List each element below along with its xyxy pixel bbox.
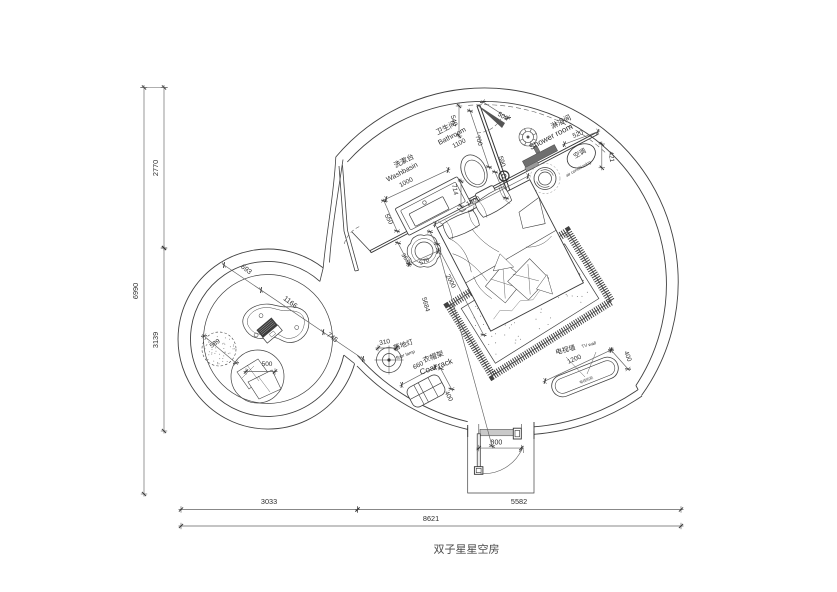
- svg-text:800: 800: [491, 440, 503, 447]
- svg-text:520: 520: [572, 129, 585, 140]
- svg-text:660: 660: [412, 360, 425, 371]
- svg-text:400: 400: [622, 350, 633, 363]
- svg-text:310: 310: [379, 338, 391, 347]
- svg-text:2770: 2770: [151, 160, 160, 176]
- svg-text:550: 550: [383, 213, 394, 226]
- svg-text:TV wall: TV wall: [581, 340, 597, 349]
- svg-text:700: 700: [473, 134, 483, 147]
- svg-text:570: 570: [419, 257, 431, 267]
- svg-text:3139: 3139: [151, 332, 160, 348]
- svg-text:5582: 5582: [511, 497, 527, 506]
- svg-text:6990: 6990: [131, 283, 140, 299]
- svg-text:500: 500: [496, 111, 509, 123]
- svg-text:500: 500: [262, 361, 273, 368]
- svg-text:400: 400: [443, 390, 454, 403]
- svg-text:363: 363: [399, 253, 410, 265]
- svg-text:5684: 5684: [420, 297, 431, 313]
- svg-text:floor lamp: floor lamp: [395, 349, 416, 361]
- svg-text:8621: 8621: [423, 514, 439, 523]
- svg-text:3033: 3033: [261, 497, 277, 506]
- svg-text:421: 421: [607, 151, 615, 163]
- svg-text:714: 714: [450, 184, 459, 196]
- svg-text:590: 590: [496, 155, 506, 168]
